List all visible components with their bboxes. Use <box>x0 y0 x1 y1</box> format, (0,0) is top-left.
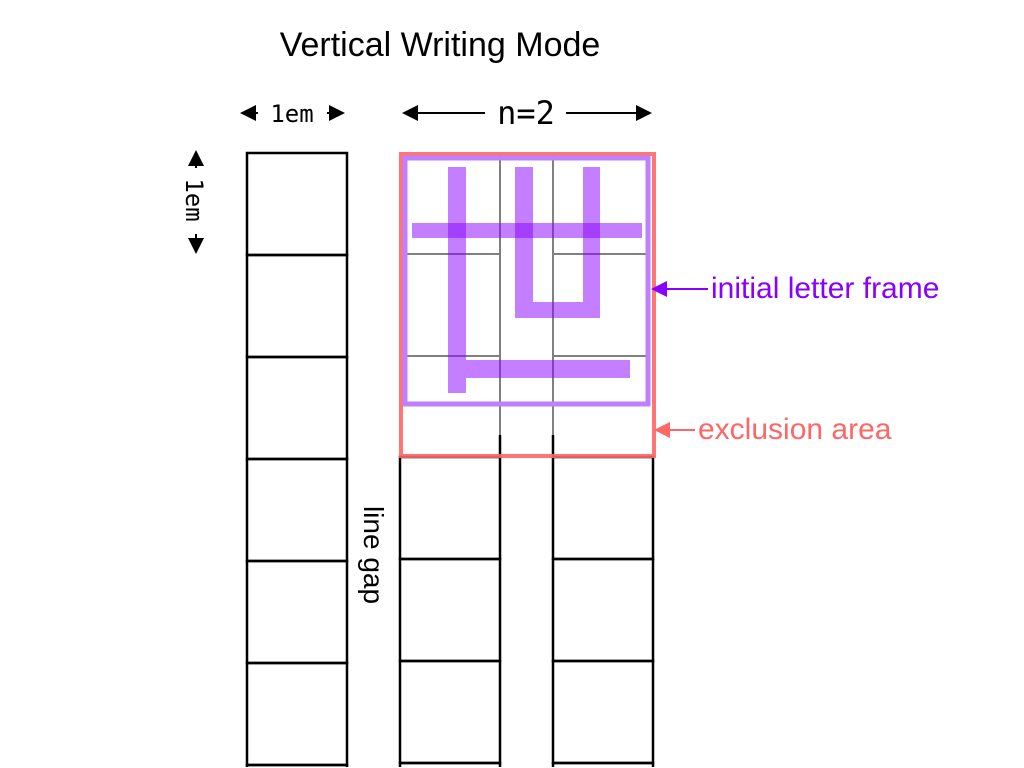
height-1em-dimension: 1em <box>180 150 208 254</box>
width-1em-label: 1em <box>270 100 313 128</box>
width-1em-dimension: 1em <box>240 100 345 128</box>
left-column-cells <box>245 151 349 767</box>
right-column-cells <box>398 435 655 767</box>
line-gap-label: line gap <box>358 506 389 604</box>
initial-letter-glyph <box>412 167 642 393</box>
height-1em-label: 1em <box>180 178 208 221</box>
n-dimension: n=2 <box>402 94 652 132</box>
initial-letter-frame-label: initial letter frame <box>711 272 939 305</box>
diagram-title: Vertical Writing Mode <box>280 26 601 64</box>
initial-letter-frame-box <box>402 155 651 407</box>
n-label: n=2 <box>497 94 555 132</box>
exclusion-area-label: exclusion area <box>698 413 892 446</box>
exclusion-area-box <box>399 152 656 458</box>
